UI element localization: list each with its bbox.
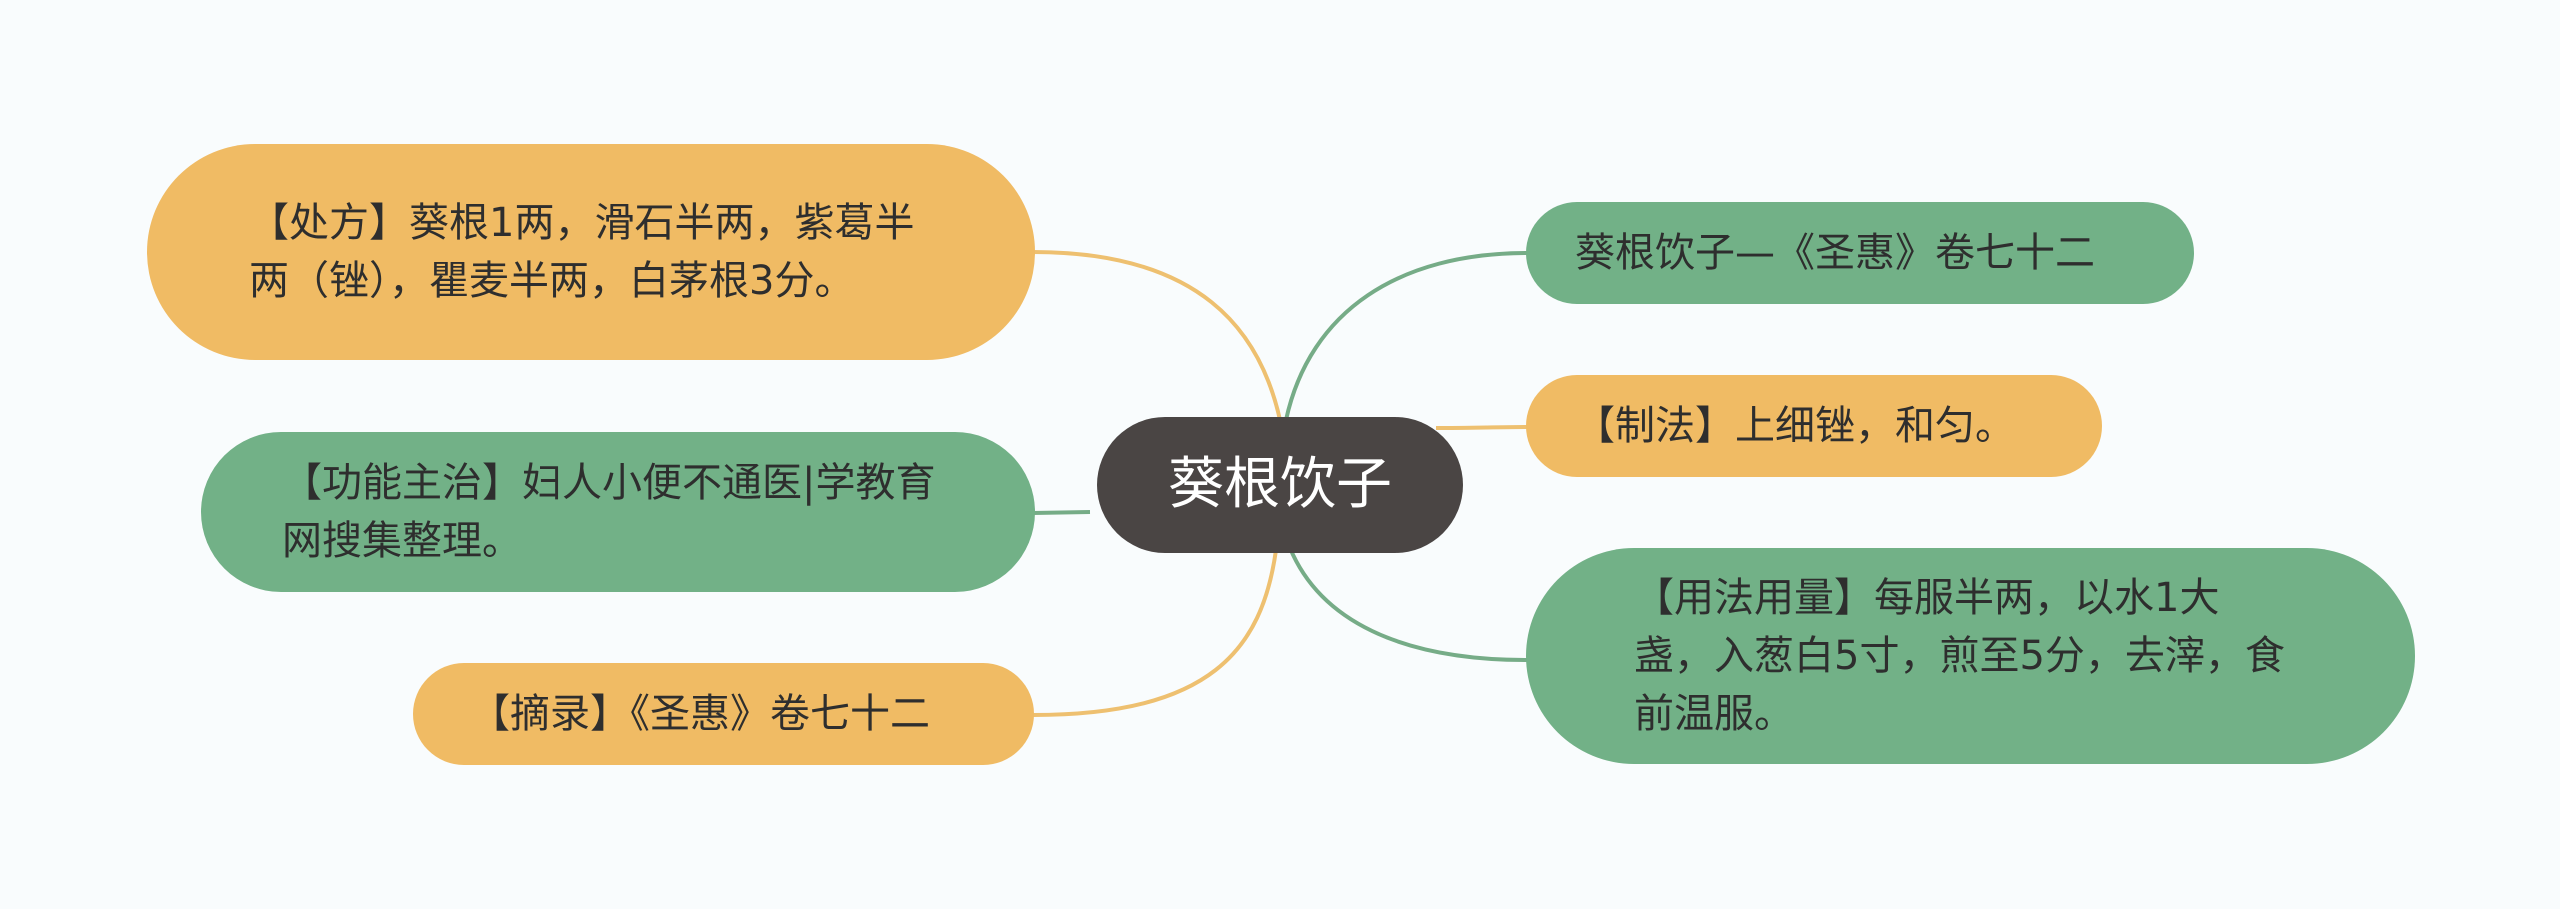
central-topic[interactable]: 葵根饮子	[1097, 417, 1463, 553]
branch-preparation[interactable]: 【制法】上细锉，和匀。	[1526, 375, 2102, 477]
branch-source-text: 葵根饮子—《圣惠》卷七十二	[1575, 230, 2095, 276]
branch-usage[interactable]: 【用法用量】每服半两，以水1大盏，入葱白5寸，煎至5分，去滓，食前温服。	[1526, 548, 2415, 764]
branch-excerpt[interactable]: 【摘录】《圣惠》卷七十二	[413, 663, 1034, 765]
branch-excerpt-text: 【摘录】《圣惠》卷七十二	[470, 691, 930, 737]
link-prescription	[1032, 250, 1282, 421]
link-excerpt	[1032, 549, 1278, 717]
branch-usage-text: 【用法用量】每服半两，以水1大盏，入葱白5寸，煎至5分，去滓，食前温服。	[1634, 575, 2285, 737]
branch-indication[interactable]: 【功能主治】妇人小便不通医|学教育网搜集整理。	[201, 432, 1035, 592]
link-preparation	[1435, 425, 1528, 430]
link-source	[1284, 251, 1528, 421]
branch-indication-text: 【功能主治】妇人小便不通医|学教育网搜集整理。	[282, 460, 936, 564]
branch-prescription[interactable]: 【处方】葵根1两，滑石半两，紫葛半两（锉），瞿麦半两，白茅根3分。	[147, 144, 1035, 360]
branch-prescription-text: 【处方】葵根1两，滑石半两，紫葛半两（锉），瞿麦半两，白茅根3分。	[249, 200, 915, 304]
link-indication	[1032, 510, 1091, 515]
link-usage	[1288, 547, 1528, 662]
branch-source[interactable]: 葵根饮子—《圣惠》卷七十二	[1526, 202, 2194, 304]
central-topic-label: 葵根饮子	[1168, 452, 1392, 517]
branch-preparation-text: 【制法】上细锉，和匀。	[1575, 403, 2015, 449]
